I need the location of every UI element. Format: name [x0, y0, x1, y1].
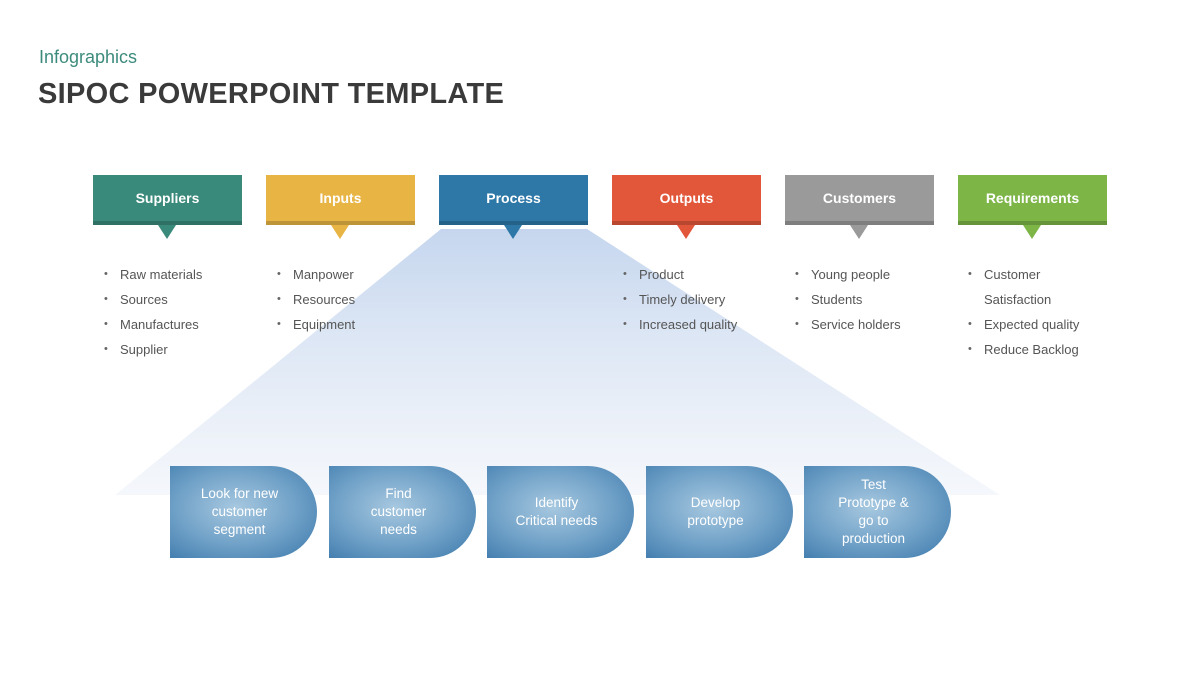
process-step-3: Identify Critical needs — [487, 466, 634, 558]
category-header: Process — [439, 175, 588, 225]
list-item: Raw materials — [102, 262, 262, 287]
category-inputs: Inputs — [266, 175, 415, 245]
category-pointer — [504, 225, 522, 239]
list-item: Expected quality — [966, 312, 1126, 337]
category-label: Outputs — [659, 190, 714, 206]
category-label: Process — [486, 190, 541, 206]
slide-title: SIPOC POWERPOINT TEMPLATE — [38, 78, 505, 110]
category-pointer — [331, 225, 349, 239]
list-item: Students — [793, 287, 953, 312]
suppliers-list: Raw materials Sources Manufactures Suppl… — [102, 262, 262, 362]
outputs-list: Product Timely delivery Increased qualit… — [621, 262, 781, 337]
list-item: Supplier — [102, 337, 262, 362]
process-step-1: Look for new customer segment — [170, 466, 317, 558]
list-item: Customer — [966, 262, 1126, 287]
list-item: Increased quality — [621, 312, 781, 337]
category-header: Outputs — [612, 175, 761, 225]
category-outputs: Outputs — [612, 175, 761, 245]
process-step-label: Test Prototype & go to production — [838, 477, 909, 546]
list-item: Satisfaction — [984, 292, 1052, 307]
requirements-list: Customer Satisfaction Expected quality R… — [966, 262, 1126, 362]
list-item: Young people — [793, 262, 953, 287]
list-item: Manufactures — [102, 312, 262, 337]
category-label: Inputs — [319, 190, 362, 206]
category-header: Suppliers — [93, 175, 242, 225]
category-header: Requirements — [958, 175, 1107, 225]
process-step-label: Find customer needs — [370, 486, 427, 537]
list-item: Timely delivery — [621, 287, 781, 312]
category-process: Process — [439, 175, 588, 245]
process-step-label: Identify Critical needs — [515, 495, 598, 528]
slide-subtitle: Infographics — [39, 47, 138, 67]
list-item: Sources — [102, 287, 262, 312]
category-requirements: Requirements — [958, 175, 1107, 245]
category-label: Customers — [822, 190, 897, 206]
category-pointer — [677, 225, 695, 239]
list-item: Manpower — [275, 262, 435, 287]
process-step-label: Develop prototype — [687, 495, 744, 528]
category-header: Inputs — [266, 175, 415, 225]
category-pointer — [850, 225, 868, 239]
inputs-list: Manpower Resources Equipment — [275, 262, 435, 337]
list-item: Resources — [275, 287, 435, 312]
category-pointer — [1023, 225, 1041, 239]
process-step-2: Find customer needs — [329, 466, 476, 558]
list-item: Service holders — [793, 312, 953, 337]
list-item: Reduce Backlog — [966, 337, 1126, 362]
list-item: Product — [621, 262, 781, 287]
category-customers: Customers — [785, 175, 934, 245]
customers-list: Young people Students Service holders — [793, 262, 953, 337]
category-label: Suppliers — [135, 190, 200, 206]
category-pointer — [158, 225, 176, 239]
category-header: Customers — [785, 175, 934, 225]
process-step-5: Test Prototype & go to production — [804, 466, 951, 558]
list-item: Equipment — [275, 312, 435, 337]
process-step-label: Look for new customer segment — [200, 486, 279, 537]
category-suppliers: Suppliers — [93, 175, 242, 245]
process-step-4: Develop prototype — [646, 466, 793, 558]
category-label: Requirements — [985, 190, 1080, 206]
